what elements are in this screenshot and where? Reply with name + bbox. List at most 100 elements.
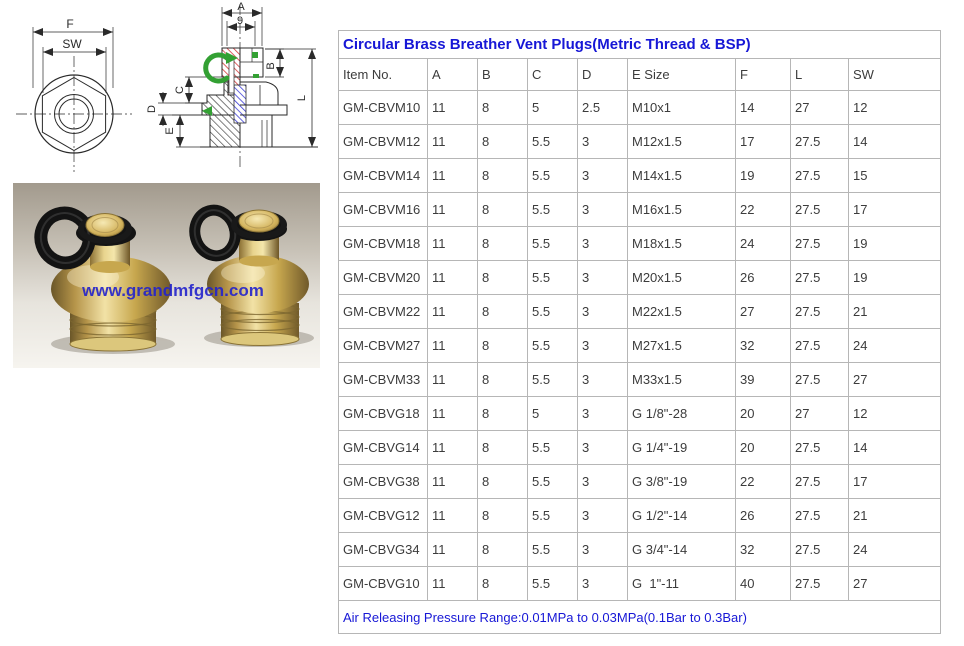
table-cell: 3	[577, 362, 628, 397]
table-cell: M18x1.5	[627, 226, 736, 261]
table-cell: 5.5	[527, 260, 578, 295]
table-cell: 8	[477, 226, 528, 261]
dimension-label-9: 9	[237, 15, 243, 27]
table-cell: GM-CBVG10	[338, 566, 428, 601]
dimension-label-l: L	[296, 95, 308, 101]
table-cell: 27	[847, 362, 942, 397]
table-cell: 21	[847, 294, 942, 329]
table-cell: M14x1.5	[627, 158, 736, 193]
table-cell: 5	[527, 396, 578, 431]
table-cell: 3	[577, 124, 628, 159]
cap-outline	[221, 47, 264, 78]
table-cell: GM-CBVG34	[338, 532, 428, 567]
vent-hole-mark	[252, 52, 258, 58]
table-cell: 27.5	[790, 294, 849, 329]
table-cell: 27.5	[790, 362, 849, 397]
table-cell: 20	[735, 396, 791, 431]
table-cell: 27	[790, 90, 849, 125]
table-cell: 11	[427, 90, 478, 125]
table-cell: GM-CBVM22	[338, 294, 428, 329]
table-cell: 24	[735, 226, 791, 261]
table-title: Circular Brass Breather Vent Plugs(Metri…	[337, 30, 942, 59]
column-header-l: L	[790, 58, 849, 91]
table-cell: 3	[577, 498, 628, 533]
table-cell: 39	[735, 362, 791, 397]
vent-circle	[58, 98, 90, 130]
front-view	[16, 27, 132, 172]
table-cell: 24	[847, 532, 942, 567]
dimension-label-e: E	[164, 127, 176, 134]
column-header-c: C	[527, 58, 578, 91]
table-cell: GM-CBVM20	[338, 260, 428, 295]
table-cell: 27.5	[790, 464, 849, 499]
table-cell: 8	[477, 124, 528, 159]
table-cell: 5.5	[527, 328, 578, 363]
table-cell: 3	[577, 430, 628, 465]
table-cell: 27.5	[790, 192, 849, 227]
table-cell: 40	[735, 566, 791, 601]
table-cell: 8	[477, 498, 528, 533]
table-cell: 11	[427, 294, 478, 329]
table-cell: 11	[427, 226, 478, 261]
table-cell: 27	[847, 566, 942, 601]
outer-flange-circle	[34, 74, 114, 154]
technical-drawing: F SW	[16, 1, 318, 172]
table-cell: 19	[847, 226, 942, 261]
table-cell: 3	[577, 532, 628, 567]
table-cell: 24	[847, 328, 942, 363]
table-cell: 12	[847, 90, 942, 125]
table-cell: 11	[427, 328, 478, 363]
table-cell: 22	[735, 192, 791, 227]
table-cell: 11	[427, 464, 478, 499]
table-cell: 11	[427, 498, 478, 533]
table-cell: 11	[427, 566, 478, 601]
table-cell: 8	[477, 566, 528, 601]
table-cell: 3	[577, 566, 628, 601]
column-header-d: D	[577, 58, 628, 91]
table-cell: 11	[427, 158, 478, 193]
hex-nut-profile	[240, 81, 279, 106]
column-header-e-size: E Size	[627, 58, 736, 91]
table-cell: 27.5	[790, 158, 849, 193]
table-cell: 5	[527, 90, 578, 125]
table-cell: 5.5	[527, 362, 578, 397]
brass-plug-left	[34, 206, 175, 354]
table-header-row: Item No. A B C D E Size F L SW	[338, 58, 942, 91]
dimension-label-c: C	[174, 86, 186, 94]
table-cell: 17	[847, 192, 942, 227]
table-cell: 27.5	[790, 260, 849, 295]
table-cell: GM-CBVM16	[338, 192, 428, 227]
airflow-exit-arrowhead-icon	[202, 106, 212, 116]
table-cell: 3	[577, 396, 628, 431]
table-cell: GM-CBVG12	[338, 498, 428, 533]
table-cell: 11	[427, 260, 478, 295]
table-cell: 11	[427, 192, 478, 227]
table-cell: GM-CBVM18	[338, 226, 428, 261]
table-cell: G 1/8"-28	[627, 396, 736, 431]
table-cell: 8	[477, 294, 528, 329]
table-cell: 8	[477, 430, 528, 465]
table-cell: M27x1.5	[627, 328, 736, 363]
table-cell: 3	[577, 192, 628, 227]
table-cell: 5.5	[527, 464, 578, 499]
table-cell: G 3/8"-19	[627, 464, 736, 499]
column-header-f: F	[735, 58, 791, 91]
table-cell: 27.5	[790, 498, 849, 533]
table-cell: 8	[477, 192, 528, 227]
vent-hole-mark-2	[253, 74, 259, 78]
table-cell: 14	[847, 430, 942, 465]
table-cell: M20x1.5	[627, 260, 736, 295]
table-title-row: Circular Brass Breather Vent Plugs(Metri…	[337, 30, 942, 59]
side-section-view	[158, 4, 318, 170]
watermark: www.grandmfgcn.com	[81, 281, 264, 300]
table-cell: 5.5	[527, 430, 578, 465]
